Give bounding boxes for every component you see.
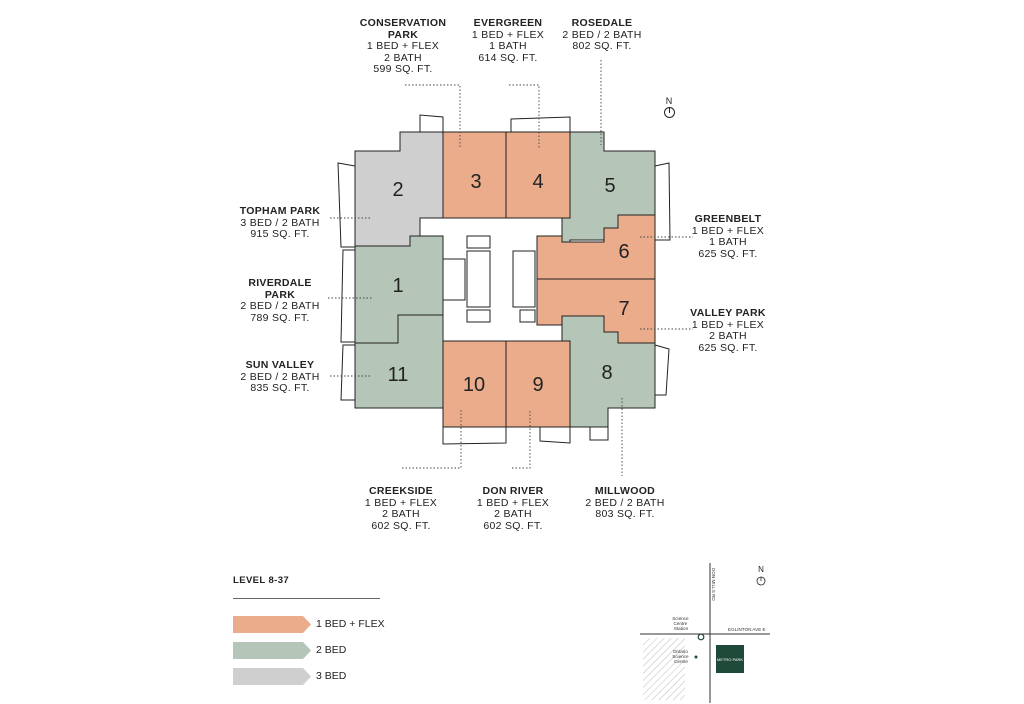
unit-number-1: 1 <box>392 275 403 297</box>
core-element <box>466 309 491 323</box>
leader-conservation-park <box>405 84 461 148</box>
unit-8-shape <box>561 315 656 428</box>
unit-number-8: 8 <box>601 362 612 384</box>
unit-number-4: 4 <box>532 171 543 193</box>
key-map: DON MILLS RD EGLINTON AVE E Science Cent… <box>640 563 770 703</box>
label-millwood: MILLWOOD 2 BED / 2 BATH 803 SQ. FT. <box>585 485 665 520</box>
station-label-line: Science <box>672 616 689 621</box>
label-topham-park: TOPHAM PARK 3 BED / 2 BATH 915 SQ. FT. <box>239 205 321 240</box>
label-rosedale: ROSEDALE 2 BED / 2 BATH 802 SQ. FT. <box>562 17 642 52</box>
street-vertical-label: DON MILLS RD <box>711 568 716 601</box>
legend-label: 1 BED + FLEX <box>316 618 385 630</box>
core-element <box>512 250 536 308</box>
unit-number-3: 3 <box>470 171 481 193</box>
label-creekside: CREEKSIDE 1 BED + FLEX 2 BATH 602 SQ. FT… <box>364 485 438 532</box>
unit-number-6: 6 <box>618 241 629 263</box>
legend-swatch <box>233 642 311 659</box>
unit-number-5: 5 <box>604 175 615 197</box>
balcony-top-right <box>510 116 571 132</box>
balcony-left-bottom <box>340 344 355 401</box>
legend-swatch <box>233 616 311 633</box>
station-marker <box>697 633 705 641</box>
science-centre-label-line: Science <box>672 654 689 659</box>
swatch-shape <box>233 616 311 633</box>
street-horizontal-label: EGLINTON AVE E <box>728 627 766 632</box>
science-centre-label: Ontario Science Centre <box>672 649 690 664</box>
unit-number-9: 9 <box>532 374 543 396</box>
label-don-river: DON RIVER 1 BED + FLEX 2 BATH 602 SQ. FT… <box>476 485 550 532</box>
label-valley-park: VALLEY PARK 1 BED + FLEX 2 BATH 625 SQ. … <box>690 307 766 354</box>
compass-icon <box>663 107 675 118</box>
legend-label: 2 BED <box>316 644 347 656</box>
level-title: LEVEL 8-37 <box>233 575 290 586</box>
balcony-right-upper <box>654 162 671 241</box>
unit-6-shape <box>536 214 656 280</box>
balcony-left-upper <box>337 162 356 248</box>
legend-label: 3 BED <box>316 670 347 682</box>
unit-number-10: 10 <box>463 374 485 396</box>
core-element <box>466 235 491 249</box>
science-centre-label-line: Ontario <box>673 649 689 654</box>
station-label-line: Station <box>674 626 689 631</box>
unit-number-2: 2 <box>392 179 403 201</box>
map-north-letter: N <box>758 565 764 574</box>
balcony-right-lower <box>654 344 670 396</box>
unit-number-11: 11 <box>388 364 409 386</box>
label-greenbelt: GREENBELT 1 BED + FLEX 1 BATH 625 SQ. FT… <box>691 213 765 260</box>
legend-swatch <box>233 668 311 685</box>
label-evergreen: EVERGREEN 1 BED + FLEX 1 BATH 614 SQ. FT… <box>471 17 545 64</box>
station-label: Science Centre Station <box>672 616 690 631</box>
swatch-shape <box>233 668 311 685</box>
balcony-top-left <box>419 114 444 132</box>
balcony-bottom-left <box>442 427 507 445</box>
leader-don-river <box>512 410 531 469</box>
balcony-left-lower <box>340 249 355 343</box>
divider <box>233 598 380 599</box>
north-compass: N <box>662 96 676 118</box>
balcony-bottom-mid <box>539 427 571 444</box>
north-letter: N <box>665 96 673 106</box>
label-sun-valley: SUN VALLEY 2 BED / 2 BATH 835 SQ. FT. <box>240 359 320 394</box>
balcony-bottom-right <box>570 426 609 441</box>
label-riverdale-park: RIVERDALE PARK 2 BED / 2 BATH 789 SQ. FT… <box>240 277 320 324</box>
label-conservation-park: CONSERVATION PARK 1 BED + FLEX 2 BATH 59… <box>359 17 447 75</box>
station-label-line: Centre <box>673 621 687 626</box>
science-centre-area <box>643 638 685 700</box>
core-element <box>519 309 536 323</box>
science-centre-label-line: Centre <box>674 659 688 664</box>
metro-park-marker <box>716 645 744 673</box>
science-centre-marker <box>694 655 698 659</box>
swatch-shape <box>233 642 311 659</box>
unit-number-7: 7 <box>618 298 629 320</box>
core-element <box>466 250 491 308</box>
building-label: METRO PARK <box>717 657 743 662</box>
core-wall <box>443 258 466 301</box>
